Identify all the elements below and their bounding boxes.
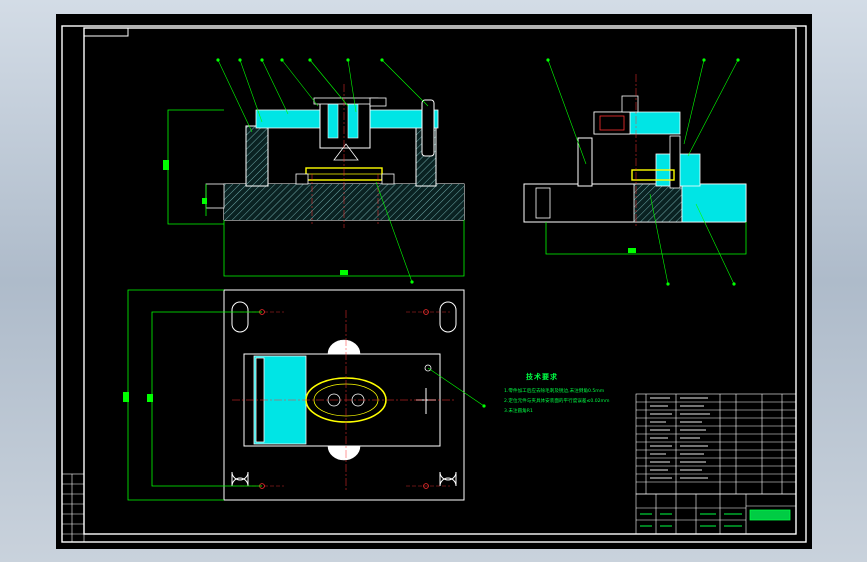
technical-notes-title: 技术要求 (526, 373, 558, 381)
plan-height-dim (127, 289, 224, 501)
plan-view (123, 289, 486, 501)
side-workpiece (631, 169, 675, 181)
cad-drawing-icon (61, 25, 807, 543)
left-revision-table (61, 473, 85, 543)
top-left-tag (83, 27, 129, 37)
outer-border (61, 25, 807, 543)
technical-note-line: 3.未注圆角R1 (504, 409, 533, 414)
inner-border (83, 27, 797, 535)
cad-viewport[interactable]: 技术要求 1.零件加工后应去除毛刺及锐边,未注倒角0.5mm 2.定位元件与夹具… (56, 14, 812, 549)
front-width-dim (223, 220, 465, 277)
technical-note-line: 2.定位元件与夹具体安装面的平行度误差≤0.02mm (504, 399, 610, 404)
title-block-stamp (749, 509, 791, 521)
side-view (523, 58, 747, 286)
title-block (635, 493, 797, 535)
front-left-column (245, 125, 269, 187)
front-view (163, 58, 465, 284)
parts-list-text (650, 397, 710, 479)
parts-list (635, 393, 797, 495)
technical-note-line: 1.零件加工后应去除毛刺及锐边,未注倒角0.5mm (504, 389, 605, 394)
